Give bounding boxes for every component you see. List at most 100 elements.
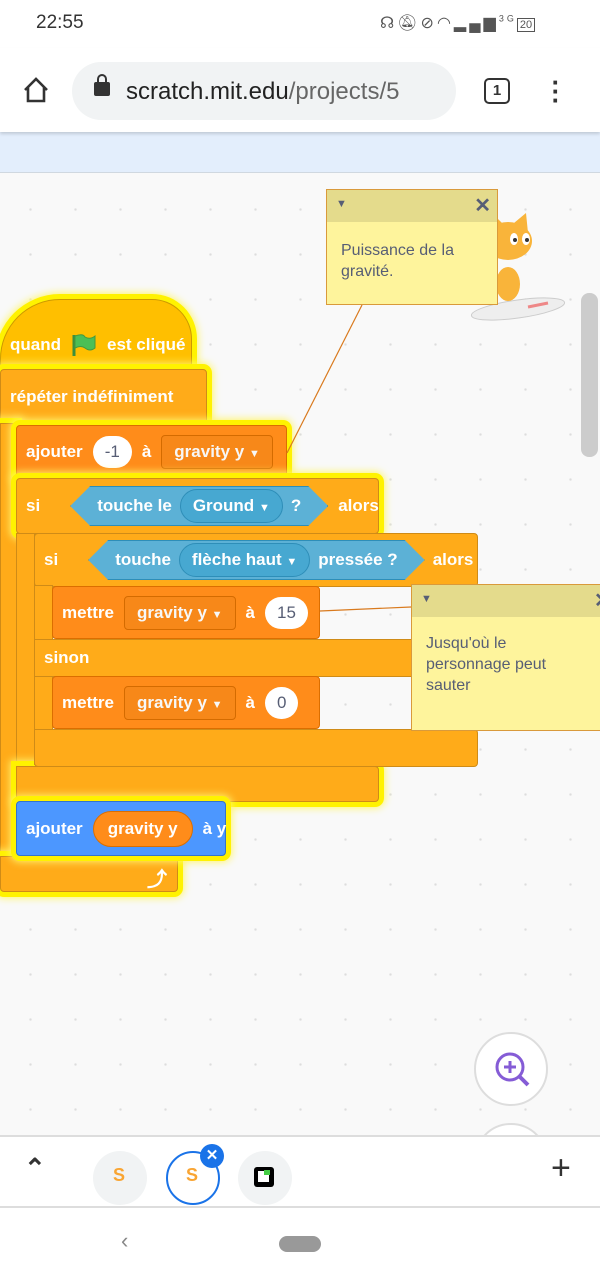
block-text: si — [26, 496, 41, 515]
status-bar: 22:55 ☊🔕︎⊘◠▂▄▆3G20 — [0, 0, 600, 48]
if-else-bottom — [34, 729, 478, 767]
collapse-caret-icon[interactable]: ▼ — [421, 593, 432, 605]
dropdown-value: gravity y — [136, 602, 207, 622]
battery-icon: 20 — [516, 18, 536, 32]
block-text: à y — [202, 818, 227, 838]
forever-bottom: ⤴ — [0, 856, 178, 892]
dropdown-value: Ground — [192, 496, 255, 515]
close-icon[interactable]: ✕ — [474, 195, 491, 217]
caret-down-icon: ▼ — [286, 556, 298, 568]
block-text: sinon — [44, 648, 90, 667]
block-text: alors — [338, 496, 379, 515]
block-text: ajouter — [26, 818, 83, 838]
block-text: mettre — [62, 602, 114, 622]
clock: 22:55 — [36, 12, 84, 33]
loop-arrow-icon: ⤴ — [147, 869, 167, 891]
variable-dropdown[interactable]: gravity y ▼ — [123, 595, 236, 630]
variable-reporter[interactable]: gravity y — [92, 810, 193, 847]
app-favicon — [254, 1167, 274, 1187]
lock-icon — [94, 74, 110, 96]
block-text: répéter indéfiniment — [10, 387, 174, 406]
dropdown-value: gravity y — [174, 442, 245, 461]
tab-scratch-1[interactable]: S — [93, 1151, 147, 1205]
url-path: /projects/5 — [288, 78, 400, 105]
touching-block[interactable]: touche le Ground ▼? — [70, 486, 328, 526]
comment-header[interactable]: ▼ ✕ — [412, 585, 600, 617]
close-tab-icon[interactable]: ✕ — [200, 1144, 224, 1168]
caret-down-icon: ▼ — [211, 608, 223, 621]
variable-dropdown[interactable]: gravity y ▼ — [123, 685, 236, 720]
caret-down-icon: ▼ — [248, 448, 260, 460]
forever-block[interactable]: répéter indéfiniment — [0, 369, 207, 425]
set-variable-block[interactable]: mettre gravity y ▼ à 15 — [52, 586, 320, 639]
value-input[interactable]: 0 — [265, 686, 299, 719]
more-menu-icon[interactable]: ··· — [551, 67, 561, 115]
url-host: scratch.mit.edu — [126, 78, 289, 105]
variable-dropdown[interactable]: gravity y ▼ — [161, 435, 273, 469]
block-text: si — [44, 550, 59, 569]
headset-icon: ☊ — [380, 15, 398, 32]
block-text: à — [245, 692, 255, 712]
zoom-in-button[interactable] — [474, 1032, 548, 1106]
caret-down-icon: ▼ — [258, 502, 270, 514]
bell-off-icon: 🔕︎ — [397, 15, 421, 32]
code-area[interactable]: quand est cliqué répéter indéfiniment ⤴ … — [0, 172, 600, 1197]
block-text: pressée ? — [318, 550, 398, 569]
block-text: ? — [290, 496, 302, 515]
zoom-in-icon — [495, 1052, 530, 1087]
address-bar[interactable]: scratch.mit.edu/projects/5 — [72, 62, 456, 120]
comment-header[interactable]: ▼ ✕ — [327, 190, 497, 222]
back-icon[interactable]: ‹ — [121, 1228, 129, 1253]
block-text: mettre — [62, 692, 114, 712]
tab-strip: ⌃ S S ✕ + — [0, 1135, 600, 1208]
comment-text[interactable]: Jusqu'où le personnage peut sauter — [426, 635, 547, 694]
comment-note[interactable]: ▼ ✕ Puissance de la gravité. — [326, 189, 498, 305]
dropdown-value: gravity y — [136, 692, 207, 712]
tab-scratch-active[interactable]: S ✕ — [166, 1144, 224, 1205]
network-type: 3G — [498, 13, 517, 24]
block-text: touche le — [97, 496, 172, 515]
system-nav-bar: ‹ — [0, 1208, 600, 1280]
block-text: touche — [115, 550, 171, 569]
scratch-favicon: S — [186, 1165, 199, 1185]
if-block[interactable]: si touche le Ground ▼? alors — [16, 478, 379, 534]
vertical-scrollbar[interactable] — [581, 293, 598, 457]
when-flag-clicked-block[interactable]: quand est cliqué — [0, 299, 192, 371]
caret-down-icon: ▼ — [211, 698, 223, 711]
value-input[interactable]: -1 — [92, 436, 132, 468]
block-text: à — [141, 442, 152, 461]
block-text: à — [245, 602, 255, 622]
dropdown-value: flèche haut — [191, 550, 282, 569]
chevron-up-icon[interactable]: ⌃ — [24, 1153, 46, 1183]
new-tab-icon[interactable]: + — [551, 1149, 571, 1187]
status-icons: ☊🔕︎⊘◠▂▄▆3G20 — [380, 13, 536, 33]
block-text: alors — [432, 550, 474, 569]
if-else-block[interactable]: si touche flèche haut ▼ pressée ? alors — [34, 533, 478, 587]
browser-toolbar: scratch.mit.edu/projects/5 1 ··· — [0, 48, 600, 132]
wifi-icon: ◠ — [436, 15, 454, 32]
tab-other[interactable] — [238, 1151, 292, 1205]
block-text: quand — [10, 335, 61, 354]
change-y-block[interactable]: ajouter gravity y à y — [16, 801, 226, 856]
tab-switcher-button[interactable]: 1 — [484, 78, 510, 104]
do-not-disturb-icon: ⊘ — [420, 15, 437, 32]
key-pressed-block[interactable]: touche flèche haut ▼ pressée ? — [88, 540, 425, 580]
value-input[interactable]: 15 — [265, 596, 308, 629]
comment-connectors — [286, 304, 412, 612]
comment-note[interactable]: ▼ ✕ Jusqu'où le personnage peut sauter — [411, 584, 600, 731]
collapse-caret-icon[interactable]: ▼ — [336, 198, 347, 210]
block-text: ajouter — [26, 442, 83, 461]
key-dropdown[interactable]: flèche haut ▼ — [179, 543, 310, 577]
green-flag-icon — [72, 334, 96, 356]
scratch-header-strip — [0, 132, 600, 172]
signal-icon: ▂▄▆ — [453, 15, 499, 32]
block-text: est cliqué — [107, 335, 186, 354]
else-row: sinon — [34, 639, 478, 677]
comment-text[interactable]: Puissance de la gravité. — [341, 242, 454, 280]
close-icon[interactable]: ✕ — [594, 588, 600, 613]
home-icon[interactable] — [22, 76, 50, 104]
scratch-favicon: S — [113, 1165, 126, 1185]
home-pill[interactable] — [279, 1236, 321, 1252]
touching-dropdown[interactable]: Ground ▼ — [180, 489, 283, 523]
